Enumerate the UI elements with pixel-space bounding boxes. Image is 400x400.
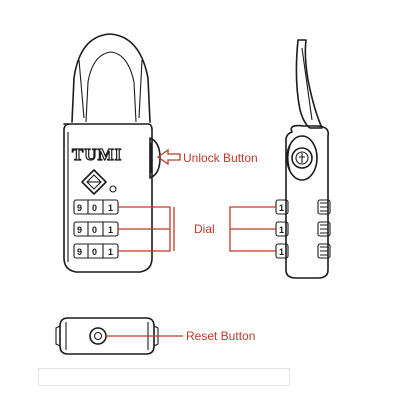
side-dial-digit[interactable]: 1 xyxy=(279,225,284,235)
dial-digit[interactable]: 9 xyxy=(77,225,82,235)
side-view: 1 1 1 xyxy=(275,39,331,279)
bottom-body xyxy=(59,317,155,355)
front-dial-rows: 9 0 1 9 0 1 9 0 1 xyxy=(73,199,119,259)
dial-digit[interactable]: 1 xyxy=(108,203,113,213)
unlock-button-label: Unlock Button xyxy=(183,151,258,165)
unlock-callout: Unlock Button xyxy=(156,148,258,166)
side-dial-wheels: 1 1 1 xyxy=(275,199,331,259)
dial-label: Dial xyxy=(194,222,215,236)
keyhole-icon xyxy=(286,135,318,181)
side-dial-digit[interactable]: 1 xyxy=(279,203,284,213)
front-body xyxy=(63,123,153,273)
dial-digit[interactable]: 0 xyxy=(92,225,97,235)
shackle-edge-left xyxy=(78,59,85,119)
dial-digit[interactable]: 0 xyxy=(92,247,97,257)
side-dial-digit[interactable]: 1 xyxy=(279,247,284,257)
dial-digit[interactable]: 9 xyxy=(77,203,82,213)
reset-callout: Reset Button xyxy=(106,329,255,343)
dial-digit[interactable]: 1 xyxy=(108,247,113,257)
front-shackle xyxy=(71,33,151,123)
dial-callout: Dial xyxy=(118,206,276,252)
front-shackle-inner xyxy=(85,51,137,123)
brand-logo: TUMI xyxy=(72,145,122,164)
tsa-diamond-icon xyxy=(81,169,117,195)
side-shackle-edge xyxy=(301,47,313,121)
reset-button-icon[interactable] xyxy=(89,327,107,345)
reset-button-label: Reset Button xyxy=(186,329,255,343)
front-view: TUMI 9 0 1 9 0 1 9 0 1 xyxy=(63,33,161,273)
shackle-edge-right xyxy=(138,59,143,119)
dial-digit[interactable]: 1 xyxy=(108,225,113,235)
arrow-left-icon xyxy=(156,148,181,166)
dial-digit[interactable]: 9 xyxy=(77,247,82,257)
caption-placeholder xyxy=(38,368,290,386)
side-body xyxy=(285,124,330,279)
side-shackle xyxy=(295,39,323,129)
dial-digit[interactable]: 0 xyxy=(92,203,97,213)
